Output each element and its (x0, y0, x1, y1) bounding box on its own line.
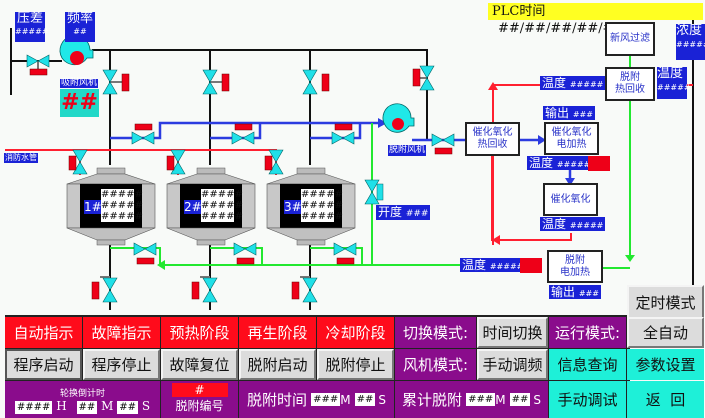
run-mode-label: 运行模式: (549, 317, 626, 348)
fan-mode-button[interactable]: 手动调频 (477, 349, 548, 380)
adsorb-fan-label: 吸附风机 (60, 78, 99, 88)
desorb-heat-recovery-box[interactable]: 脱附热回收 (605, 67, 655, 101)
desorb-heater-status-indicator (520, 258, 542, 273)
cumulative-desorb: 累计脱附 ###M ##S (395, 381, 548, 418)
timer-mode-button[interactable]: 定时模式 (627, 285, 704, 319)
temp-catalytic-readout: 温度 ##### (540, 217, 606, 231)
fault-reset-button[interactable]: 故障复位 (161, 349, 238, 380)
adsorb-fan-icon (59, 35, 94, 66)
pressure-diff-readout: 压差 ##### (15, 11, 49, 42)
fresh-air-pipes (110, 55, 631, 269)
desorb-electric-heat-box[interactable]: 脱附电加热 (547, 250, 603, 283)
reactor-2-id: 2# (184, 200, 202, 214)
switch-mode-button[interactable]: 时间切换 (477, 317, 548, 348)
frequency-readout: 频率 ## (65, 12, 95, 42)
reactor-1-id: 1# (84, 200, 102, 214)
output-desorb-readout: 输出 ### (549, 285, 601, 299)
back-button[interactable]: 返 回 (627, 381, 704, 418)
program-start-button[interactable]: 程序启动 (5, 349, 82, 380)
desorb-time-seconds-field[interactable]: ## (354, 393, 376, 406)
reactor-3-values: ############### (301, 189, 343, 222)
opening-readout: 开度 ### (376, 205, 431, 220)
output-catalytic-readout: 输出 ### (543, 106, 595, 120)
adsorb-fan-status[interactable]: ## (60, 89, 99, 117)
temp-right-readout: 温度##### (657, 67, 691, 99)
desorb-number-value: # (171, 383, 228, 397)
rotation-countdown: 轮换倒计时 #### H ## M ## S (5, 381, 160, 418)
desorb-fan-label: 脱附风机 (388, 145, 427, 156)
preheat-indicator: 预热阶段 (161, 317, 238, 348)
desorb-fan-icon (382, 103, 415, 133)
info-query-button[interactable]: 信息查询 (549, 349, 626, 380)
exhaust-pipes (10, 20, 694, 310)
reactor-2-values: ############### (201, 189, 243, 222)
desorb-number-label: 脱附编号 (175, 399, 224, 413)
pressure-diff-value: ##### (15, 27, 49, 36)
run-mode-button[interactable]: 全自动 (627, 317, 704, 348)
plc-time: PLC时间 ##/##/##/##/##/## (488, 3, 703, 36)
catalytic-electric-heat-box[interactable]: 催化氧化电加热 (544, 122, 599, 155)
manual-debug-button[interactable]: 手动调试 (549, 381, 626, 418)
reactor-1-values: ############### (101, 189, 143, 222)
plc-time-label: PLC时间 (492, 4, 546, 19)
frequency-label: 频率 (66, 11, 93, 26)
cumulative-seconds-field[interactable]: ## (509, 393, 531, 406)
catalytic-heater-status-indicator (588, 156, 610, 171)
frequency-value: ## (73, 27, 87, 36)
fresh-air-filter-box[interactable]: 新风过滤 (605, 22, 655, 56)
desorb-number: # 脱附编号 (161, 381, 238, 418)
reactor-3-id: 3# (284, 200, 302, 214)
countdown-seconds-field[interactable]: ## (117, 400, 139, 414)
program-stop-button[interactable]: 程序停止 (83, 349, 160, 380)
temp-desorb-readout: 温度 ##### (460, 258, 524, 272)
switch-mode-label: 切换模式: (395, 317, 476, 348)
countdown-minutes-field[interactable]: ## (76, 400, 98, 414)
pressure-diff-label: 压差 (16, 11, 43, 26)
desorb-time-minutes-field[interactable]: ### (311, 393, 341, 406)
catalytic-oxidation-box[interactable]: 催化氧化 (543, 183, 598, 216)
desorb-start-button[interactable]: 脱附启动 (239, 349, 316, 380)
desorb-stop-button[interactable]: 脱附停止 (317, 349, 394, 380)
desorb-time: 脱附时间 ###M ##S (239, 381, 394, 418)
catalytic-heat-recovery-box[interactable]: 催化氧化热回收 (465, 122, 520, 156)
cumulative-minutes-field[interactable]: ### (466, 393, 496, 406)
fault-indicator: 故障指示 (83, 317, 160, 348)
temp-catalytic-heat-readout: 温度 ##### (527, 156, 591, 170)
valve-actuators (29, 68, 453, 300)
temp-recovery-readout: 温度 ##### (540, 76, 606, 90)
fan-mode-label: 风机模式: (395, 349, 476, 380)
fire-pipe-label: 消防水管 (4, 153, 38, 163)
rotation-countdown-label: 轮换倒计时 (59, 388, 105, 399)
concentration-readout: 浓度##### (676, 24, 705, 60)
cooling-indicator: 冷却阶段 (317, 317, 394, 348)
countdown-hours-field[interactable]: #### (14, 400, 53, 414)
param-settings-button[interactable]: 参数设置 (627, 349, 704, 380)
regen-indicator: 再生阶段 (239, 317, 316, 348)
auto-indicator: 自动指示 (5, 317, 82, 348)
